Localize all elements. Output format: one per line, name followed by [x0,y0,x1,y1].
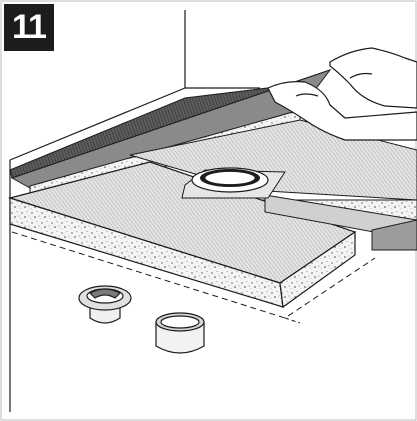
drain-grate-insert [78,285,132,324]
floor-drain-flange [181,167,286,199]
room-walls [9,10,260,412]
drain-channel-strip [264,194,417,251]
drain-sleeve-cup [155,312,205,354]
shower-tray-board [7,161,376,324]
step-number-badge: 11 [4,4,54,51]
installer-hands [267,47,417,141]
